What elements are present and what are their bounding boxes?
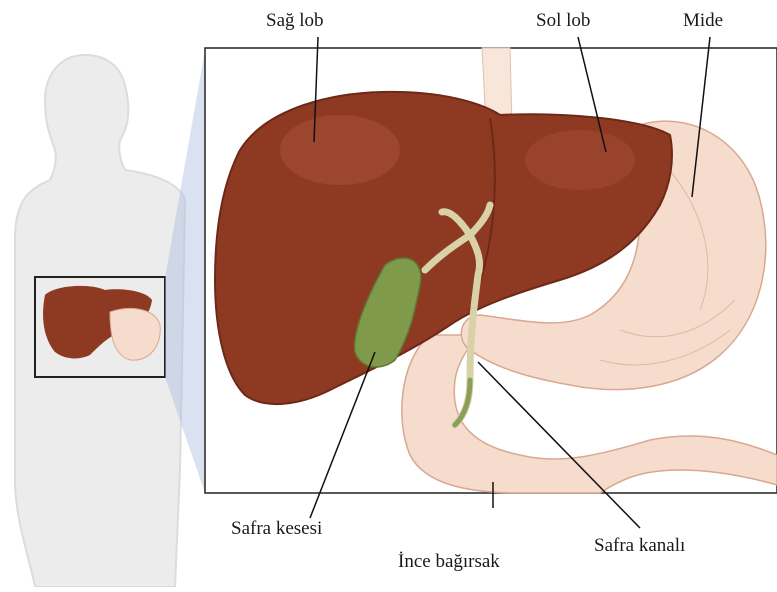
body-silhouette-icon <box>15 55 185 587</box>
label-right-lobe: Sağ lob <box>266 10 324 32</box>
label-gallbladder: Safra kesesi <box>231 518 322 540</box>
label-left-lobe: Sol lob <box>536 10 590 32</box>
label-small-intestine: İnce bağırsak <box>398 551 500 573</box>
label-bile-duct: Safra kanalı <box>594 535 685 557</box>
label-stomach: Mide <box>683 10 723 32</box>
